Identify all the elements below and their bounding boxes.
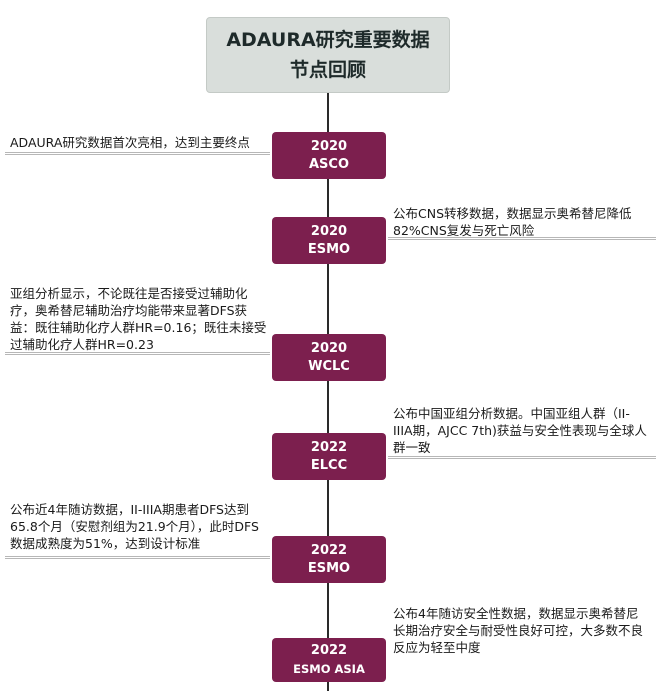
note-line: IIIA期，AJCC 7th)获益与安全性表现与全球人 — [393, 423, 647, 438]
milestone-note-2022-esmo: 公布近4年随访数据，II-IIIA期患者DFS达到 65.8个月（安慰剂组为21… — [10, 501, 272, 552]
milestone-conference: ELCC — [310, 457, 348, 473]
milestone-node-2020-asco: 2020 ASCO — [272, 132, 386, 179]
milestone-year: 2022 — [310, 439, 348, 455]
note-line: 82%CNS复发与死亡风险 — [393, 223, 535, 238]
milestone-note-2022-esmo-asia: 公布4年随访安全性数据，数据显示奥希替尼 长期治疗安全与耐受性良好可控，大多数不… — [393, 605, 658, 656]
milestone-node-2022-esmo-asia: 2022 ESMO ASIA — [272, 638, 386, 682]
connector-dashes — [5, 556, 270, 559]
note-line: 数据成熟度为51%，达到设计标准 — [10, 536, 201, 551]
note-line: 公布中国亚组分析数据。中国亚组人群（II- — [393, 406, 630, 421]
milestone-note-2020-esmo: 公布CNS转移数据，数据显示奥希替尼降低 82%CNS复发与死亡风险 — [393, 205, 658, 239]
milestone-note-2022-elcc: 公布中国亚组分析数据。中国亚组人群（II- IIIA期，AJCC 7th)获益与… — [393, 405, 658, 456]
note-line: 公布近4年随访数据，II-IIIA期患者DFS达到 — [10, 502, 249, 517]
note-line: 疗，奥希替尼辅助治疗均能带来显著DFS获 — [10, 303, 248, 318]
note-line: 长期治疗安全与耐受性良好可控，大多数不良 — [393, 623, 644, 638]
connector-dashes — [5, 152, 270, 155]
note-line: 反应为轻至中度 — [393, 640, 481, 655]
milestone-note-2020-wclc: 亚组分析显示，不论既往是否接受过辅助化 疗，奥希替尼辅助治疗均能带来显著DFS获… — [10, 285, 272, 353]
milestone-year: 2020 — [310, 340, 348, 356]
milestone-node-2022-elcc: 2022 ELCC — [272, 433, 386, 480]
note-line: 65.8个月（安慰剂组为21.9个月），此时DFS — [10, 519, 259, 534]
note-line: 公布CNS转移数据，数据显示奥希替尼降低 — [393, 206, 632, 221]
milestone-conference: ESMO — [307, 560, 351, 576]
note-line: 公布4年随访安全性数据，数据显示奥希替尼 — [393, 606, 639, 621]
milestone-node-2020-esmo: 2020 ESMO — [272, 217, 386, 264]
note-line: 亚组分析显示，不论既往是否接受过辅助化 — [10, 286, 248, 301]
milestone-year: 2020 — [310, 223, 348, 239]
connector-dashes — [388, 456, 656, 459]
milestone-conference: WCLC — [308, 358, 350, 374]
connector-dashes — [5, 352, 270, 355]
note-line: 益：既往辅助化疗人群HR=0.16；既往未接受 — [10, 320, 267, 335]
connector-dashes — [388, 237, 656, 240]
note-line: ADAURA研究数据首次亮相，达到主要终点 — [10, 135, 250, 150]
milestone-conference: ESMO — [307, 241, 351, 257]
title-line-2: 节点回顾 — [289, 59, 366, 81]
milestone-note-2020-asco: ADAURA研究数据首次亮相，达到主要终点 — [10, 134, 270, 151]
note-line: 过辅助化疗人群HR=0.23 — [10, 337, 154, 352]
milestone-conference: ASCO — [308, 156, 349, 172]
milestone-node-2020-wclc: 2020 WCLC — [272, 334, 386, 381]
title-box: ADAURA研究重要数据 节点回顾 — [206, 17, 450, 93]
milestone-node-2022-esmo: 2022 ESMO — [272, 536, 386, 583]
timeline-spine — [327, 93, 329, 691]
milestone-conference: ESMO ASIA — [293, 662, 365, 676]
milestone-year: 2022 — [310, 643, 348, 658]
milestone-year: 2022 — [310, 542, 348, 558]
note-line: 群一致 — [393, 440, 431, 455]
title-line-1: ADAURA研究重要数据 — [226, 29, 430, 51]
milestone-year: 2020 — [310, 138, 348, 154]
